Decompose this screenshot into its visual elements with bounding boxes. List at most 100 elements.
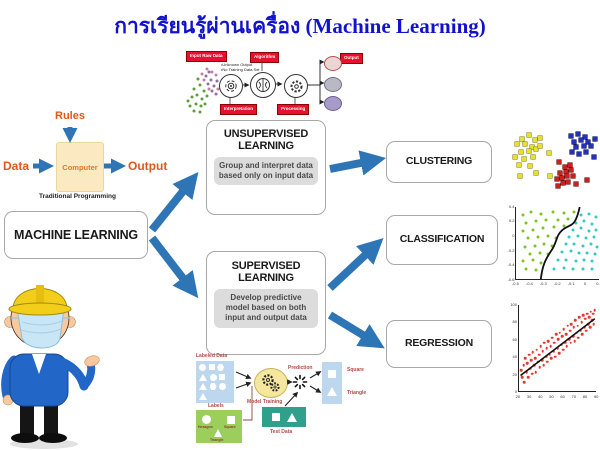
hard-hat-brim <box>8 302 72 316</box>
traditional-programming-caption: Traditional Programming <box>39 193 116 200</box>
machine-learning-label: MACHINE LEARNING <box>14 228 138 242</box>
test-square-shape <box>271 413 280 421</box>
arrow-ml-to-supervised <box>148 235 199 299</box>
raw-data-blob <box>182 66 222 116</box>
arrow-prediction-to-triangle <box>309 385 322 393</box>
shoe-right <box>39 433 67 443</box>
labels-box: Hexagon Square Triangle <box>196 410 242 443</box>
hexagon-caption: Hexagon <box>198 425 213 429</box>
regression-line <box>519 305 596 391</box>
brain-icon <box>256 78 270 92</box>
spiral-icon <box>225 80 237 92</box>
mini-notes: •Unknown Output •No Training Data Set <box>221 62 260 72</box>
mini-note-2: •No Training Data Set <box>221 67 260 73</box>
regression-plot-area <box>517 305 597 392</box>
computer-label: Computer <box>62 162 98 172</box>
mini-label-input-raw-data: Input Raw Data <box>186 51 227 62</box>
hard-hat-ridge <box>36 285 44 308</box>
square-example-shape <box>227 416 235 424</box>
test-data-label: Test Data <box>270 429 293 435</box>
shoe-left <box>11 433 39 443</box>
face-mask <box>17 310 64 349</box>
regression-box: REGRESSION <box>386 320 492 368</box>
mini-note-1: •Unknown Output <box>221 62 253 67</box>
arrow-supervised-to-regression <box>327 311 385 349</box>
triangle-shape <box>199 392 207 400</box>
hand-right <box>84 355 100 367</box>
rules-label: Rules <box>55 110 85 122</box>
gears-icon <box>262 374 280 392</box>
prediction-burst-icon <box>292 374 308 390</box>
page-title: การเรียนรู้ผ่านเครื่อง (Machine Learning… <box>114 14 486 38</box>
model-training-ellipse <box>254 368 288 398</box>
arrow-labeled-to-model-2 <box>235 381 252 389</box>
prediction-label: Prediction <box>288 365 313 371</box>
clustering-box: CLUSTERING <box>386 141 492 183</box>
square-shape <box>219 373 225 380</box>
supervised-learning-box: SUPERVISED LEARNING Develop predictive m… <box>206 251 326 355</box>
gear-icon <box>290 80 302 92</box>
circle-shape <box>199 364 206 371</box>
classification-label: CLASSIFICATION <box>399 233 485 246</box>
mini-circle-processing-icon <box>284 74 308 98</box>
test-data-box <box>262 407 306 427</box>
unsupervised-desc: Group and interpret data based only on i… <box>214 156 318 186</box>
supervised-title: SUPERVISED LEARNING <box>231 260 301 285</box>
square-result-label: Square <box>347 367 364 373</box>
output-oval-gray <box>324 77 342 92</box>
square-shape <box>208 364 215 370</box>
triangle-caption: Triangle <box>210 438 224 442</box>
mini-label-output: Output <box>340 53 363 64</box>
mini-circle-data-icon <box>219 74 243 98</box>
circle-shape <box>209 373 217 381</box>
unsupervised-title: UNSUPERVISED LEARNING <box>223 128 309 153</box>
hexagon-example-shape <box>202 415 211 424</box>
decision-boundary-curve <box>516 207 599 279</box>
model-training-label: Model Training <box>247 399 283 405</box>
arrow-supervised-to-classification <box>327 238 384 291</box>
arrow-prediction-to-square <box>309 371 322 379</box>
triangle-shape <box>199 373 207 381</box>
hexagon-shape <box>209 383 217 390</box>
prediction-result-box <box>322 362 342 404</box>
arrow-ml-to-unsupervised <box>148 172 199 233</box>
supervised-desc: Develop predictive model based on both i… <box>214 288 318 328</box>
test-triangle-shape <box>286 412 297 422</box>
clustering-label: CLUSTERING <box>405 155 473 168</box>
arrow-labeled-to-model-1 <box>235 371 252 380</box>
output-oval-pink <box>324 56 342 71</box>
classification-points <box>516 207 599 279</box>
mini-label-interpretation: Interpretation <box>220 104 258 115</box>
data-label: Data <box>3 159 30 173</box>
clustering-plot <box>508 130 598 202</box>
classification-xticks: -0.5-0.4-0.3-0.2-0.100.1 <box>511 280 600 286</box>
triangle-result-label: Triangle <box>347 390 367 396</box>
hexagon-shape <box>217 364 224 371</box>
triangle-example-shape <box>214 429 222 437</box>
labeled-data-label: Labeled Data <box>196 353 228 359</box>
classification-box: CLASSIFICATION <box>386 215 498 265</box>
mini-label-algorithm: Algorithm <box>250 52 280 63</box>
circle-shape <box>219 383 226 390</box>
square-shape <box>328 370 336 379</box>
square-caption: Square <box>224 425 236 429</box>
mask-folds <box>20 320 63 334</box>
labeled-data-box <box>196 361 234 403</box>
machine-learning-box: MACHINE LEARNING <box>4 211 148 259</box>
regression-label: REGRESSION <box>404 337 473 350</box>
classification-plot-area <box>515 206 600 280</box>
mini-label-processing: Processing <box>277 104 310 115</box>
triangle-shape <box>327 386 337 396</box>
unsupervised-learning-box: UNSUPERVISED LEARNING Group and interpre… <box>206 120 326 215</box>
labels-title: Labels <box>208 403 224 409</box>
triangle-shape <box>199 383 207 390</box>
output-oval-purple <box>324 96 342 111</box>
mini-circle-algorithm-icon <box>250 72 276 98</box>
computer-box: Computer <box>56 142 104 192</box>
